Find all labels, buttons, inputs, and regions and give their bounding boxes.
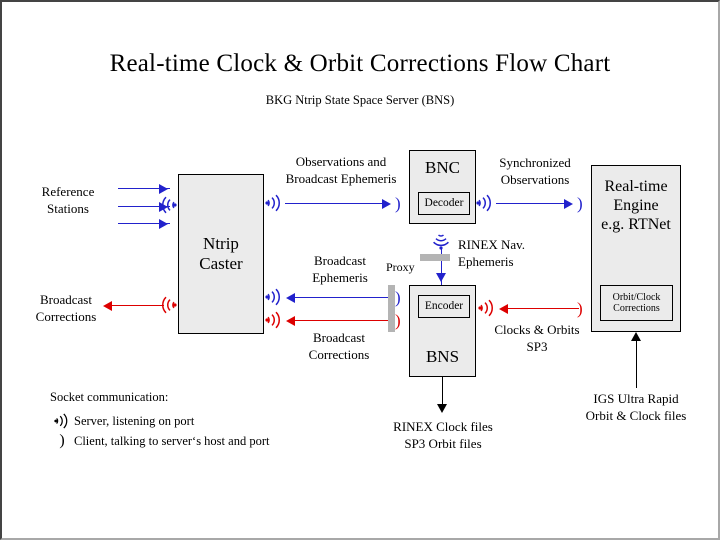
socket-server-icon-caster-corr-in — [265, 310, 283, 330]
arrow-clocks-orbits-line — [507, 308, 579, 309]
arrow-igs-ultra-rapid-line — [636, 340, 637, 388]
arrow-broadcast-corrections-in-head — [286, 316, 295, 326]
socket-server-icon-bns-sp3-in — [478, 298, 496, 318]
arrow-ref-station-1-head — [159, 184, 168, 194]
arrow-ref-station-3-line — [118, 223, 170, 224]
socket-server-icon-caster-obs-out — [265, 193, 283, 213]
socket-client-icon-bnc-in: ) — [395, 194, 401, 213]
socket-server-icon-bnc-out — [476, 193, 494, 213]
arrow-broadcast-ephemeris-head — [286, 293, 295, 303]
arrow-igs-ultra-rapid-head — [631, 332, 641, 341]
socket-client-icon: ) — [59, 432, 65, 449]
socket-server-icon-caster-in — [159, 195, 177, 215]
arrow-broadcast-corrections-out-line — [112, 305, 164, 306]
arrow-ref-station-3-head — [159, 219, 168, 229]
proxy-bar-nav — [420, 254, 450, 261]
arrow-synchronized-observations-head — [564, 199, 573, 209]
socket-server-icon — [50, 412, 74, 430]
arrow-observations-line — [285, 203, 386, 204]
arrow-ref-station-1-line — [118, 188, 170, 189]
arrow-synchronized-observations-line — [496, 203, 568, 204]
label-rinex-nav-ephemeris: RINEX Nav.Ephemeris — [458, 237, 526, 269]
box-bnc-title: BNC — [425, 158, 460, 177]
socket-server-icon-caster-eph-in — [265, 287, 283, 307]
legend-label-client: Client, talking to server‘s host and por… — [74, 433, 270, 448]
arrow-rinex-nav-head — [436, 273, 446, 282]
legend-label-server: Server, listening on port — [74, 413, 195, 428]
arrow-rinex-clock-files-line — [442, 377, 443, 410]
arrow-broadcast-corrections-out-head — [103, 301, 112, 311]
box-bnc[interactable]: BNC Decoder — [409, 150, 476, 224]
box-bns[interactable]: Encoder BNS — [409, 285, 476, 377]
arrow-clocks-orbits-head — [499, 304, 508, 314]
socket-server-icon-rinex-nav — [431, 232, 451, 250]
page-subtitle: BKG Ntrip State Space Server (BNS) — [265, 93, 455, 107]
socket-client-icon-rte-in: ) — [577, 194, 583, 213]
arrow-ref-station-2-line — [118, 206, 170, 207]
arrow-broadcast-ephemeris-line — [294, 297, 395, 298]
socket-client-icon-bns-eph-out: ) — [395, 288, 401, 307]
page-title: Real-time Clock & Orbit Corrections Flow… — [109, 50, 611, 77]
box-bns-encoder[interactable]: Encoder — [418, 295, 470, 318]
legend-row-client: ) Client, talking to server‘s host and p… — [50, 432, 269, 450]
arrow-broadcast-corrections-in-line — [294, 320, 395, 321]
box-bnc-decoder[interactable]: Decoder — [418, 192, 470, 215]
arrow-rinex-nav-line — [441, 248, 442, 287]
proxy-bar — [388, 285, 395, 332]
legend-heading: Socket communication: — [50, 390, 169, 404]
box-bns-title: BNS — [425, 346, 460, 366]
arrow-observations-head — [382, 199, 391, 209]
socket-client-icon-bns-corr-out: ) — [395, 311, 401, 330]
arrow-rinex-clock-files-head — [437, 404, 447, 413]
legend: Socket communication: Server, listening … — [50, 390, 269, 450]
socket-client-icon-rte-sp3-out: ) — [577, 299, 583, 318]
legend-row-server: Server, listening on port — [50, 412, 269, 430]
label-proxy: Proxy — [386, 260, 415, 274]
socket-server-icon-caster-out — [159, 295, 177, 315]
